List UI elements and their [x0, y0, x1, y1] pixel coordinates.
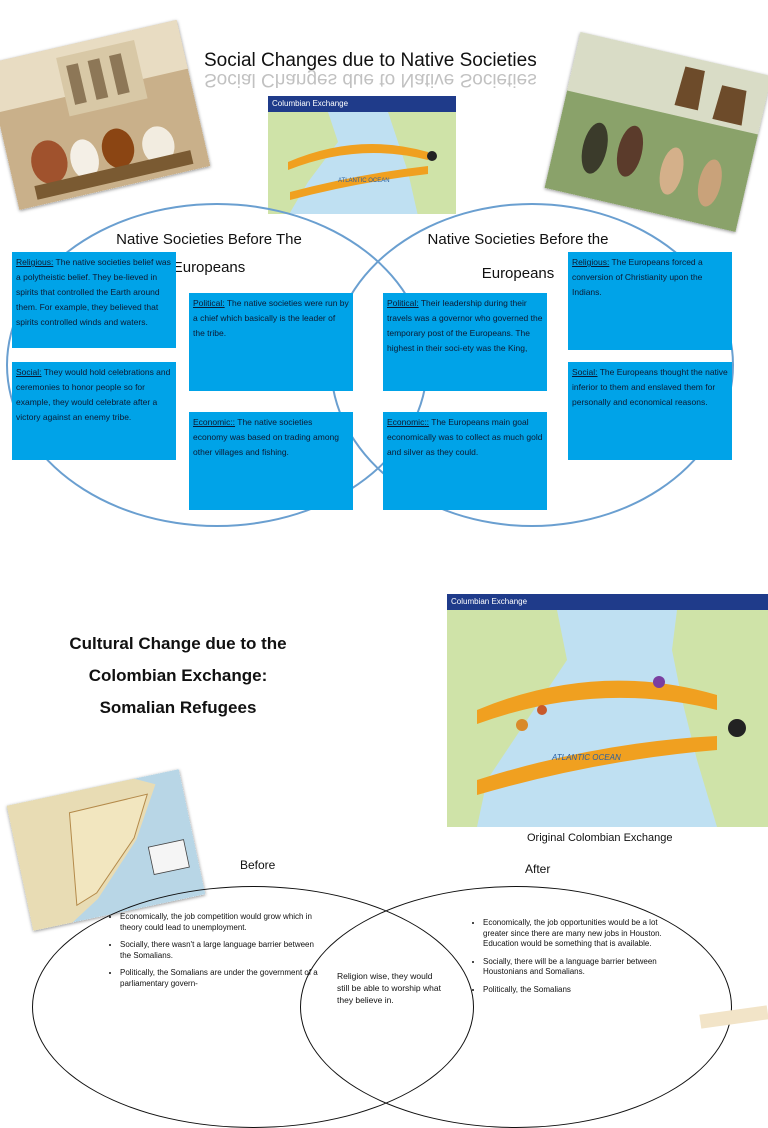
somalia-map-image: [6, 769, 206, 931]
right-economic-text: The Europeans main goal economically was…: [387, 417, 543, 457]
left-heading-line1: Native Societies Before The: [116, 231, 302, 248]
before-list: Economically, the job competition would …: [100, 912, 320, 996]
right-economic-box: Economic:: The Europeans main goal econo…: [383, 412, 547, 510]
right-social-text: The Europeans thought the native inferio…: [572, 367, 728, 407]
right-political-label: Political:: [387, 298, 419, 308]
large-map-graphic: ATLANTIC OCEAN: [447, 610, 768, 827]
village-scene-image: [0, 19, 211, 211]
page-title: Social Changes due to Native Societies: [204, 50, 537, 71]
left-religious-text: The native societies belief was a polyth…: [16, 257, 171, 327]
left-economic-text: The native societies economy was based o…: [193, 417, 340, 457]
right-circle-heading: Native Societies Before the Europeans: [398, 226, 638, 288]
before-item: Politically, the Somalians are under the…: [120, 968, 320, 989]
after-list: Economically, the job opportunities woul…: [463, 918, 663, 1002]
right-political-box: Political: Their leadership during their…: [383, 293, 547, 391]
map-caption: Original Colombian Exchange: [527, 832, 673, 844]
large-map-title-bar: Columbian Exchange: [447, 594, 768, 610]
right-heading-line2: Europeans: [481, 265, 555, 282]
left-religious-label: Religious:: [16, 257, 54, 267]
map-title-bar: Columbian Exchange: [268, 96, 456, 112]
left-religious-box: Religious: The native societies belief w…: [12, 252, 176, 348]
before-label: Before: [240, 858, 276, 872]
left-economic-box: Economic:: The native societies economy …: [189, 412, 353, 510]
right-religious-box: Religious: The Europeans forced a conver…: [568, 252, 732, 350]
after-item: Politically, the Somalians: [483, 985, 663, 996]
before-item: Economically, the job competition would …: [120, 912, 320, 933]
right-social-label: Social:: [572, 367, 598, 377]
left-social-box: Social: They would hold celebrations and…: [12, 362, 176, 460]
large-map-ocean-label: ATLANTIC OCEAN: [551, 753, 621, 762]
page-title-reflection: Social Changes due to Native Societies: [204, 70, 537, 88]
after-item: Socially, there will be a language barri…: [483, 957, 663, 978]
right-economic-label: Economic::: [387, 417, 430, 427]
left-economic-label: Economic::: [193, 417, 236, 427]
right-religious-label: Religious:: [572, 257, 610, 267]
left-political-label: Political:: [193, 298, 225, 308]
somalia-map-graphic: [6, 769, 206, 931]
after-label: After: [525, 862, 551, 876]
left-social-label: Social:: [16, 367, 42, 377]
explorers-landing-painting: [544, 32, 768, 232]
right-social-box: Social: The Europeans thought the native…: [568, 362, 732, 460]
right-political-text: Their leadership during their travels wa…: [387, 298, 543, 353]
after-item: Economically, the job opportunities woul…: [483, 918, 663, 950]
before-item: Socially, there wasn't a large language …: [120, 940, 320, 961]
left-heading-line2: Europeans: [172, 259, 246, 276]
columbian-exchange-map-small: Columbian Exchange ATLANTIC OCEAN: [268, 96, 456, 214]
native-village-painting: [0, 19, 211, 211]
section2-title-line2: Colombian Exchange:: [88, 666, 268, 685]
middle-overlap-text: Religion wise, they would still be able …: [337, 971, 441, 1005]
left-political-text: The native societies were run by a chief…: [193, 298, 349, 338]
left-social-text: They would hold celebrations and ceremon…: [16, 367, 171, 422]
left-circle-heading: Native Societies Before The Europeans: [92, 226, 326, 282]
right-religious-text: The Europeans forced a conversion of Chr…: [572, 257, 703, 297]
section2-title-line3: Somalian Refugees: [99, 698, 257, 717]
map-graphic: ATLANTIC OCEAN: [268, 112, 456, 214]
map-ocean-label: ATLANTIC OCEAN: [338, 178, 390, 184]
right-heading-line1: Native Societies Before the: [427, 231, 609, 248]
columbian-exchange-map-large: Columbian Exchange ATLANTIC OCEAN: [447, 594, 768, 827]
section2-title-line1: Cultural Change due to the: [69, 634, 287, 653]
explorers-scene-image: [544, 32, 768, 232]
section2-title: Cultural Change due to the Colombian Exc…: [30, 628, 326, 724]
left-political-box: Political: The native societies were run…: [189, 293, 353, 391]
